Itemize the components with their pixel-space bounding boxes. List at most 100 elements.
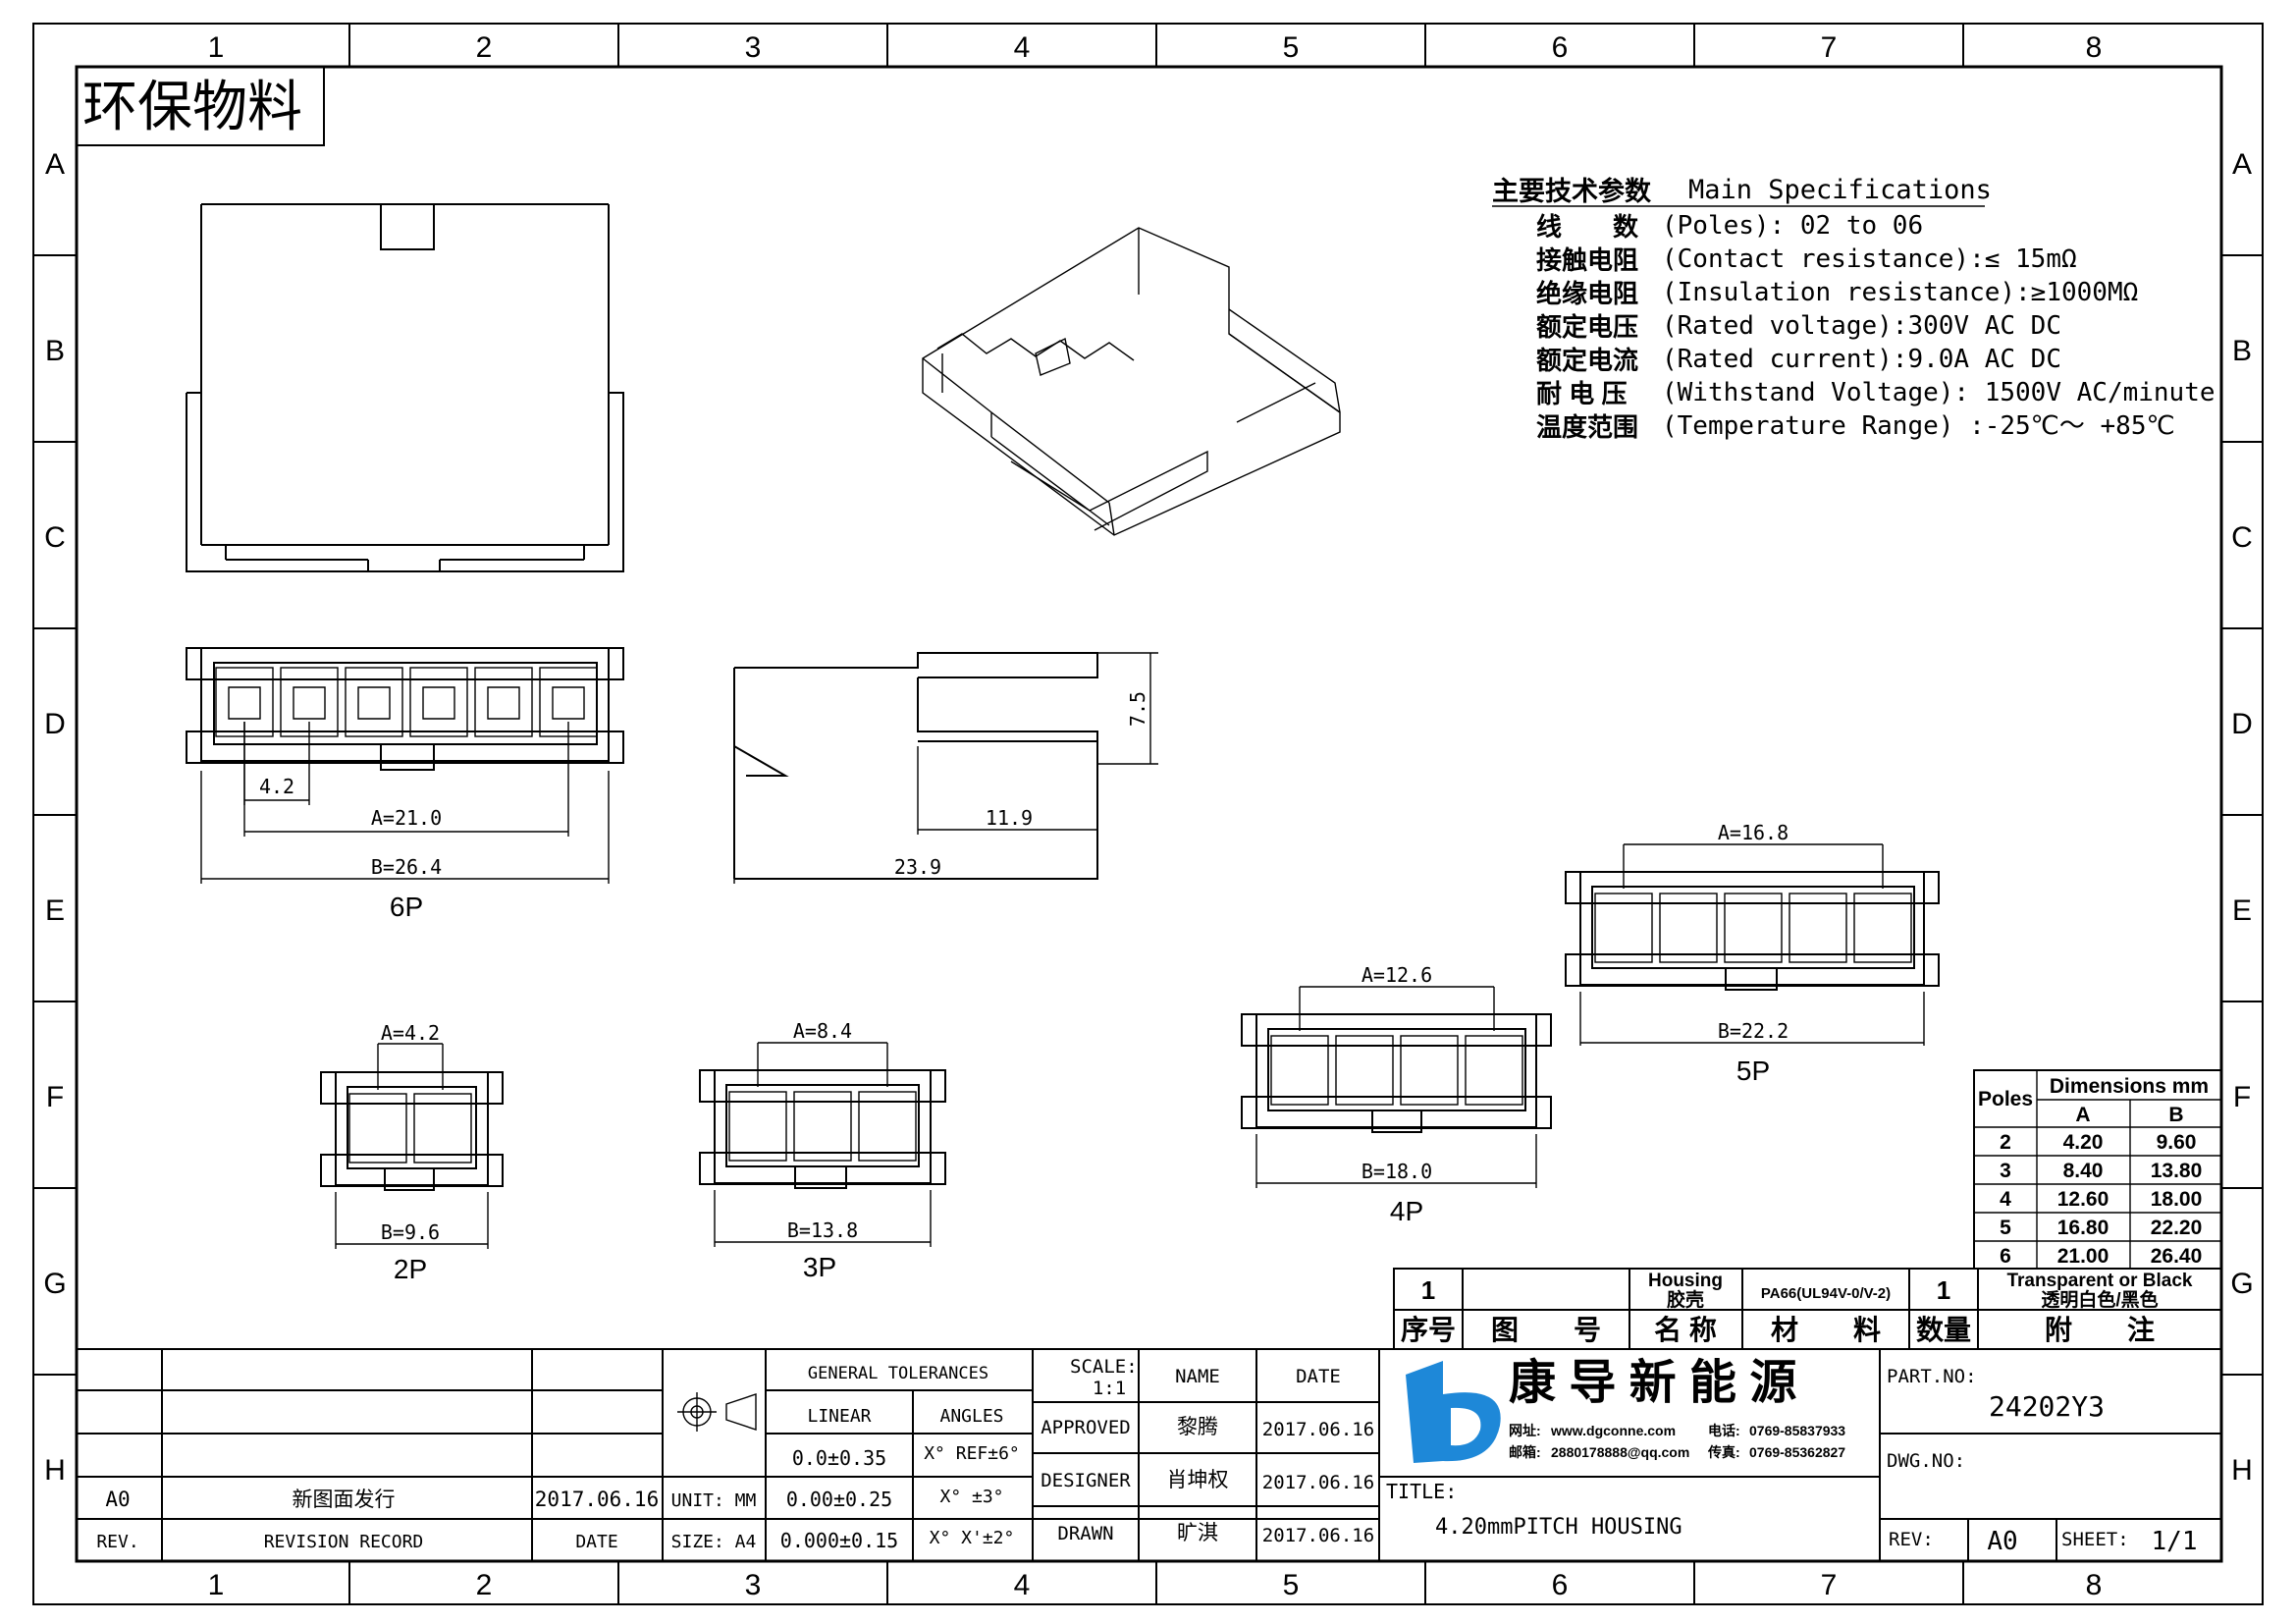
- dim-table-cell: 4.20: [2063, 1131, 2104, 1154]
- dim-table-cell: 16.80: [2057, 1217, 2109, 1239]
- spec-label-cn: 额定电压: [1536, 312, 1638, 342]
- specifications: 主要技术参数 Main Specifications 线 数 (Poles): …: [1492, 175, 2216, 442]
- dim-table-cell: 6: [2000, 1245, 2011, 1268]
- projection-symbol-icon: [677, 1392, 757, 1432]
- approved-date: 2017.06.16: [1262, 1419, 1374, 1440]
- bom-material: PA66(UL94V-0/V-2): [1761, 1285, 1891, 1302]
- bom-header-no: 序号: [1401, 1314, 1456, 1345]
- company-web: www.dgconne.com: [1550, 1423, 1676, 1438]
- bom-no: 1: [1421, 1275, 1435, 1305]
- name-column-header: NAME: [1175, 1366, 1220, 1387]
- company-name: 康 导 新 能 源: [1509, 1357, 1796, 1409]
- col-label-bottom: 4: [1014, 1569, 1031, 1601]
- dim-table-cell: 13.80: [2151, 1160, 2203, 1182]
- eco-tag-box: [76, 66, 325, 146]
- view-label-4p: 4P: [1390, 1196, 1423, 1226]
- company-fax-label: 传真:: [1707, 1444, 1740, 1460]
- row-label-right: D: [2231, 708, 2253, 740]
- dim-table-cell: 22.20: [2151, 1217, 2203, 1239]
- tol-linear: 0.0±0.35: [792, 1446, 886, 1470]
- side-view: 7.5 11.9 23.9: [733, 652, 1158, 884]
- dim-6p-b: B=26.4: [371, 855, 442, 879]
- dim-5p-b: B=22.2: [1718, 1019, 1789, 1043]
- col-label-top: 3: [745, 31, 762, 64]
- role-designer: DESIGNER: [1041, 1470, 1131, 1491]
- size-label: SIZE: A4: [671, 1532, 757, 1552]
- part-no-value: 24202Y3: [1989, 1390, 2105, 1423]
- row-label-left: D: [44, 708, 66, 740]
- general-tolerances: GENERAL TOLERANCES: [808, 1364, 988, 1383]
- eco-tag: 环保物料: [82, 76, 302, 137]
- specs-heading-cn: 主要技术参数: [1492, 176, 1652, 206]
- col-label-bottom: 3: [745, 1569, 762, 1601]
- sheet-value: 1/1: [2152, 1527, 2198, 1556]
- bom-qty: 1: [1937, 1275, 1950, 1305]
- dim-table-cell: 21.00: [2057, 1245, 2109, 1268]
- view-label-3p: 3P: [803, 1252, 836, 1282]
- dim-table-cell: 26.40: [2151, 1245, 2203, 1268]
- bom-name-en: Housing: [1648, 1271, 1723, 1291]
- view-label-2p: 2P: [394, 1254, 427, 1284]
- spec-value: (Rated voltage):300V AC DC: [1662, 311, 2061, 341]
- row-label-right: B: [2232, 335, 2252, 367]
- spec-value: (Insulation resistance):≥1000MΩ: [1662, 278, 2138, 307]
- bom-header-name: 名 称: [1654, 1315, 1717, 1345]
- part-no-label: PART.NO:: [1887, 1366, 1977, 1387]
- dim-table-header-a: A: [2075, 1104, 2090, 1126]
- sheet-label: SHEET:: [2061, 1529, 2129, 1550]
- dim-table-header-dims: Dimensions mm: [2050, 1075, 2209, 1098]
- revision-header-date: DATE: [575, 1532, 617, 1552]
- dim-table-cell: 12.60: [2057, 1188, 2109, 1211]
- spec-label-cn: 额定电流: [1536, 346, 1638, 375]
- dim-table-cell: 18.00: [2151, 1188, 2203, 1211]
- company-fax: 0769-85362827: [1749, 1444, 1845, 1460]
- revision-header-rev: REV.: [96, 1532, 138, 1552]
- row-label-right: G: [2230, 1268, 2253, 1300]
- dim-4p-b: B=18.0: [1362, 1160, 1432, 1183]
- linear-label: LINEAR: [807, 1406, 871, 1427]
- revision-header-record: REVISION RECORD: [264, 1532, 424, 1552]
- approved-name: 黎腾: [1177, 1416, 1218, 1438]
- revision-record: 新图面发行: [293, 1489, 396, 1511]
- drawn-date: 2017.06.16: [1262, 1525, 1374, 1546]
- row-label-right: F: [2233, 1081, 2251, 1113]
- bom-header-remark: 附 注: [2045, 1314, 2155, 1345]
- bom-table: 1 Housing 胶壳 PA66(UL94V-0/V-2) 1 Transpa…: [1393, 1268, 2222, 1350]
- revision-date: 2017.06.16: [535, 1488, 659, 1511]
- company-mail: 2880178888@qq.com: [1551, 1444, 1689, 1460]
- spec-value: (Temperature Range) :-25℃～ +85℃: [1662, 411, 2175, 441]
- tol-angle: X° REF±6°: [924, 1443, 1020, 1464]
- bom-header-qty: 数量: [1916, 1315, 1971, 1345]
- dim-table-header-b: B: [2168, 1104, 2183, 1126]
- col-label-top: 5: [1283, 31, 1300, 64]
- row-label-right: H: [2231, 1454, 2253, 1487]
- drawing-title: 4.20mmPITCH HOUSING: [1435, 1515, 1682, 1540]
- title-block: A0 新图面发行 2017.06.16 REV. REVISION RECORD…: [76, 1348, 2222, 1562]
- front-view-4p: A=12.6 B=18.0 4P: [1241, 963, 1552, 1226]
- tol-angle: X° X'±2°: [930, 1528, 1015, 1548]
- dim-table-cell: 8.40: [2063, 1160, 2104, 1182]
- row-label-left: B: [45, 335, 65, 367]
- scale-value: 1:1: [1093, 1378, 1126, 1399]
- dwg-no-label: DWG.NO:: [1887, 1450, 1965, 1472]
- front-view-6p: 4.2 A=21.0 B=26.4 6P: [186, 647, 624, 922]
- date-column-header: DATE: [1296, 1366, 1341, 1387]
- isometric-view: [922, 227, 1341, 536]
- front-view-2p: A=4.2 B=9.6 2P: [320, 1021, 504, 1284]
- dim-3p-b: B=13.8: [787, 1218, 858, 1242]
- rev-label: REV:: [1889, 1529, 1934, 1550]
- dim-table-cell: 9.60: [2157, 1131, 2197, 1154]
- col-label-bottom: 6: [1552, 1569, 1569, 1601]
- dim-2p-b: B=9.6: [381, 1220, 440, 1244]
- spec-label-cn: 绝缘电阻: [1536, 279, 1638, 308]
- view-label-5p: 5P: [1736, 1056, 1770, 1086]
- dim-table-cell: 2: [2000, 1131, 2011, 1154]
- tol-linear: 0.00±0.25: [786, 1488, 892, 1511]
- col-label-top: 2: [476, 31, 493, 64]
- bom-name-cn: 胶壳: [1667, 1288, 1704, 1311]
- tol-angle: X° ±3°: [939, 1487, 1003, 1507]
- tol-linear: 0.000±0.15: [780, 1529, 898, 1552]
- front-view-5p: A=16.8 B=22.2 5P: [1565, 821, 1940, 1086]
- company-tel: 0769-85837933: [1749, 1423, 1845, 1438]
- spec-label-cn: 耐 电 压: [1536, 379, 1627, 408]
